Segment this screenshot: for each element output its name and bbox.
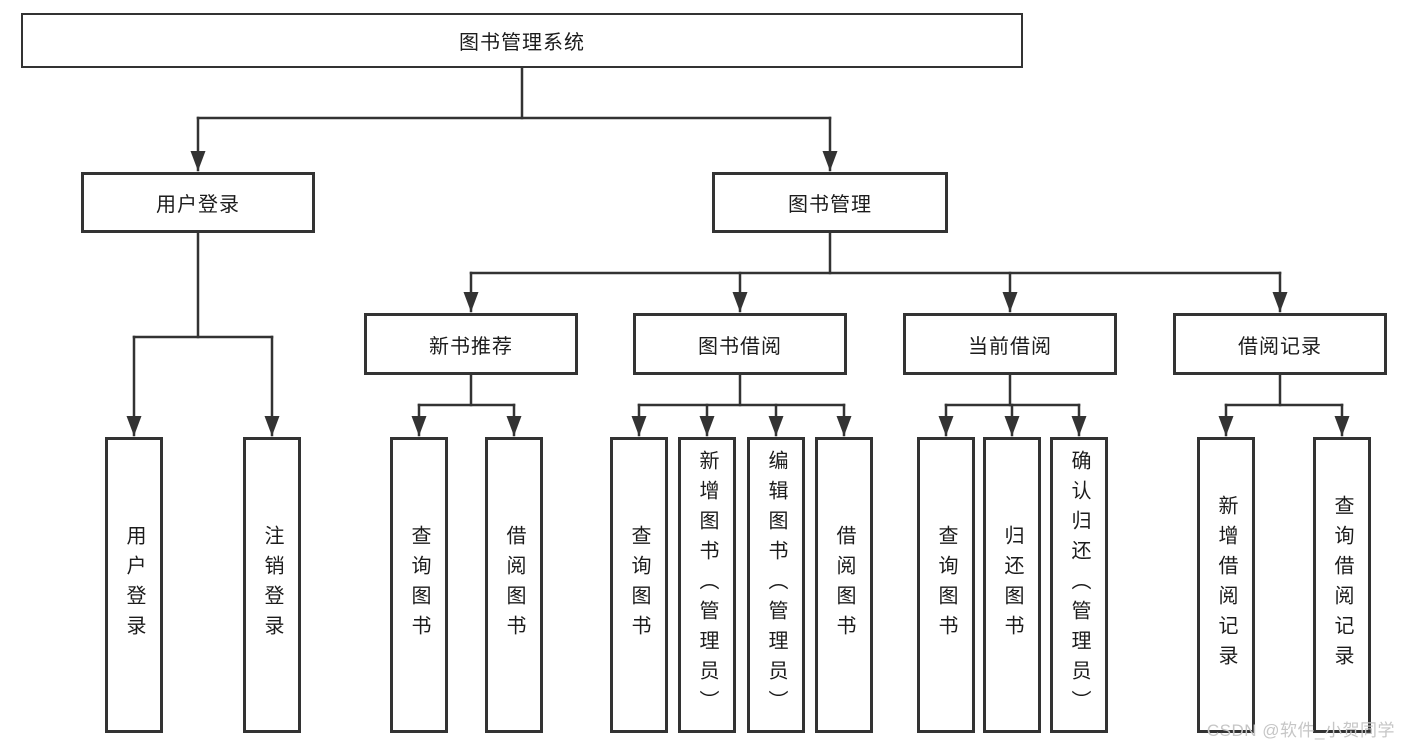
leaf-return-books: 归还图书 bbox=[983, 437, 1041, 733]
connector-borrow-record-children bbox=[1218, 373, 1350, 437]
connector-book-management-children bbox=[463, 230, 1288, 313]
leaf-newbook-borrow-books-label: 借阅图书 bbox=[503, 525, 525, 645]
leaf-borrow-books: 借阅图书 bbox=[815, 437, 873, 733]
node-library-management-system: 图书管理系统 bbox=[21, 13, 1023, 68]
leaf-add-books-admin-label: 新增图书（管理员） bbox=[696, 450, 718, 720]
leaf-query-borrow-record: 查询借阅记录 bbox=[1313, 437, 1371, 733]
leaf-logout: 注销登录 bbox=[243, 437, 301, 733]
leaf-add-books-admin: 新增图书（管理员） bbox=[678, 437, 736, 733]
connector-user-login-children bbox=[126, 230, 280, 437]
node-user-login: 用户登录 bbox=[81, 172, 315, 233]
node-book-borrow: 图书借阅 bbox=[633, 313, 847, 375]
leaf-user-login: 用户登录 bbox=[105, 437, 163, 733]
leaf-borrow-query-books-label: 查询图书 bbox=[628, 525, 650, 645]
leaf-query-borrow-record-label: 查询借阅记录 bbox=[1331, 495, 1353, 675]
leaf-current-query-books-label: 查询图书 bbox=[935, 525, 957, 645]
connector-current-borrow-children bbox=[938, 373, 1087, 437]
leaf-logout-label: 注销登录 bbox=[261, 525, 283, 645]
leaf-borrow-books-label: 借阅图书 bbox=[833, 525, 855, 645]
node-borrow-record: 借阅记录 bbox=[1173, 313, 1387, 375]
node-current-borrow: 当前借阅 bbox=[903, 313, 1117, 375]
leaf-current-query-books: 查询图书 bbox=[917, 437, 975, 733]
connector-new-book-children bbox=[411, 373, 522, 437]
leaf-confirm-return-admin: 确认归还（管理员） bbox=[1050, 437, 1108, 733]
watermark: CSDN @软件_小贺同学 bbox=[1206, 721, 1395, 740]
leaf-newbook-borrow-books: 借阅图书 bbox=[485, 437, 543, 733]
leaf-newbook-query-books-label: 查询图书 bbox=[408, 525, 430, 645]
leaf-borrow-query-books: 查询图书 bbox=[610, 437, 668, 733]
leaf-user-login-label: 用户登录 bbox=[123, 525, 145, 645]
connector-book-borrow-children bbox=[631, 373, 852, 437]
leaf-edit-books-admin-label: 编辑图书（管理员） bbox=[765, 450, 787, 720]
leaf-add-borrow-record: 新增借阅记录 bbox=[1197, 437, 1255, 733]
leaf-return-books-label: 归还图书 bbox=[1001, 525, 1023, 645]
connector-root-to-level2 bbox=[190, 64, 838, 172]
leaf-newbook-query-books: 查询图书 bbox=[390, 437, 448, 733]
node-book-management: 图书管理 bbox=[712, 172, 948, 233]
leaf-confirm-return-admin-label: 确认归还（管理员） bbox=[1068, 450, 1090, 720]
leaf-edit-books-admin: 编辑图书（管理员） bbox=[747, 437, 805, 733]
node-new-book-recommend: 新书推荐 bbox=[364, 313, 578, 375]
leaf-add-borrow-record-label: 新增借阅记录 bbox=[1215, 495, 1237, 675]
